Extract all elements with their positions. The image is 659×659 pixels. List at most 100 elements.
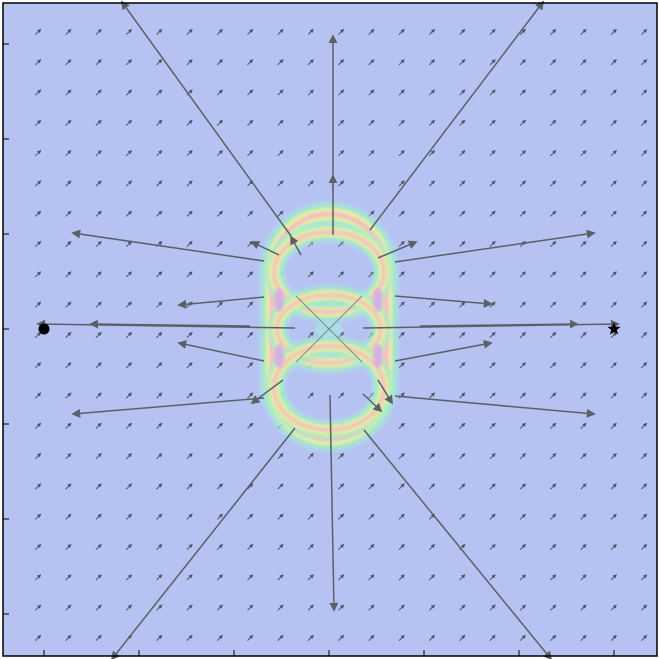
small-quiver-arrow — [247, 453, 254, 460]
small-quiver-arrow — [65, 59, 72, 66]
small-quiver-arrow — [398, 180, 405, 187]
small-quiver-arrow — [156, 301, 163, 308]
small-quiver-arrow — [519, 331, 526, 338]
flow-arrow — [362, 393, 383, 413]
small-quiver-arrow — [277, 89, 284, 96]
small-quiver-arrow — [459, 574, 466, 581]
small-quiver-arrow — [307, 453, 314, 460]
small-quiver-arrow — [307, 119, 314, 126]
small-quiver-arrow — [95, 59, 102, 66]
small-quiver-arrow — [65, 119, 72, 126]
small-quiver-arrow — [216, 331, 223, 338]
small-quiver-arrow — [428, 59, 436, 66]
small-quiver-arrow — [489, 422, 496, 429]
heatmap-inner-loop — [272, 230, 386, 314]
small-quiver-arrow — [95, 392, 102, 399]
small-quiver-arrow — [277, 150, 284, 157]
small-quiver-arrow — [65, 634, 72, 641]
small-quiver-arrow — [156, 543, 163, 551]
small-quiver-arrow — [489, 271, 496, 278]
small-quiver-arrow — [580, 574, 587, 581]
small-quiver-arrow — [610, 89, 617, 96]
small-quiver-arrow — [125, 210, 133, 217]
small-quiver-arrow — [247, 210, 254, 217]
small-quiver-arrow — [398, 271, 405, 278]
small-quiver-arrow — [35, 513, 42, 520]
small-quiver-arrow — [125, 422, 133, 429]
small-quiver-arrow — [580, 180, 587, 187]
axis-ticks — [3, 43, 615, 656]
small-quiver-arrow — [519, 362, 526, 369]
small-quiver-arrow — [368, 604, 375, 611]
small-quiver-arrow — [156, 483, 163, 490]
small-quiver-arrow — [65, 210, 72, 217]
small-quiver-arrow — [216, 271, 223, 278]
small-quiver-arrow — [338, 150, 345, 157]
small-quiver-arrow — [610, 634, 617, 641]
small-quiver-arrow — [610, 28, 617, 35]
heatmap-hotspot — [274, 288, 284, 312]
small-quiver-arrow — [156, 392, 163, 399]
small-quiver-arrow — [519, 422, 526, 429]
small-quiver-arrow — [216, 28, 223, 35]
flow-arrows — [36, 0, 620, 659]
small-quiver-arrow — [398, 392, 405, 399]
small-quiver-arrow — [307, 89, 314, 96]
small-quiver-arrow — [519, 604, 526, 611]
small-quiver-arrow — [580, 210, 587, 217]
small-quiver-arrow — [428, 271, 436, 278]
small-quiver-arrow — [580, 240, 587, 248]
small-quiver-arrow — [368, 453, 375, 460]
small-quiver-arrow — [641, 483, 648, 490]
flow-arrow — [394, 339, 493, 362]
small-quiver-arrow — [35, 634, 42, 641]
flow-arrow — [177, 296, 265, 309]
small-quiver-arrow — [550, 180, 557, 187]
small-quiver-arrow — [277, 119, 284, 126]
small-quiver-arrow — [35, 150, 42, 157]
small-quiver-arrow — [398, 150, 405, 157]
small-quiver-arrow — [459, 180, 466, 187]
small-quiver-arrow — [65, 362, 72, 369]
small-quiver-arrow — [156, 150, 163, 157]
small-quiver-arrow — [95, 89, 102, 96]
small-quiver-arrow — [398, 362, 405, 369]
small-quiver-arrow — [216, 362, 223, 369]
small-quiver-arrow — [428, 543, 436, 551]
small-quiver-arrow — [125, 513, 133, 520]
small-quiver-arrow — [125, 574, 133, 581]
small-quiver-arrow — [489, 634, 496, 641]
small-quiver-arrow — [95, 453, 102, 460]
flow-arrow — [36, 319, 296, 329]
small-quiver-arrow — [580, 453, 587, 460]
small-quiver-arrow — [186, 28, 193, 35]
small-quiver-arrow — [550, 59, 557, 66]
small-quiver-arrow — [459, 392, 466, 399]
small-quiver-arrow — [277, 604, 284, 611]
small-quiver-arrow — [519, 574, 526, 581]
small-quiver-arrow — [428, 150, 436, 157]
small-quiver-arrow — [459, 634, 466, 641]
small-quiver-arrow — [398, 301, 405, 308]
small-quiver-arrow — [428, 604, 436, 611]
heatmap-hotspot — [274, 344, 284, 368]
small-quiver-arrow — [519, 543, 526, 551]
small-quiver-arrow — [641, 331, 648, 338]
small-quiver-arrow — [459, 59, 466, 66]
small-quiver-arrow — [519, 271, 526, 278]
small-quiver-arrow — [125, 392, 133, 399]
small-quiver-arrow — [641, 180, 648, 187]
small-quiver-arrow — [186, 604, 193, 611]
small-quiver-arrow — [186, 119, 193, 126]
small-quiver-arrow — [550, 574, 557, 581]
small-quiver-arrow — [186, 271, 193, 278]
small-quiver-arrow — [125, 59, 133, 66]
small-quiver-arrow — [125, 119, 133, 126]
small-quiver-arrow — [277, 210, 284, 217]
small-quiver-arrow — [95, 301, 102, 308]
small-quiver-arrow — [610, 301, 617, 308]
small-quiver-arrow — [550, 392, 557, 399]
small-quiver-arrow — [216, 513, 223, 520]
small-quiver-arrow — [35, 180, 42, 187]
